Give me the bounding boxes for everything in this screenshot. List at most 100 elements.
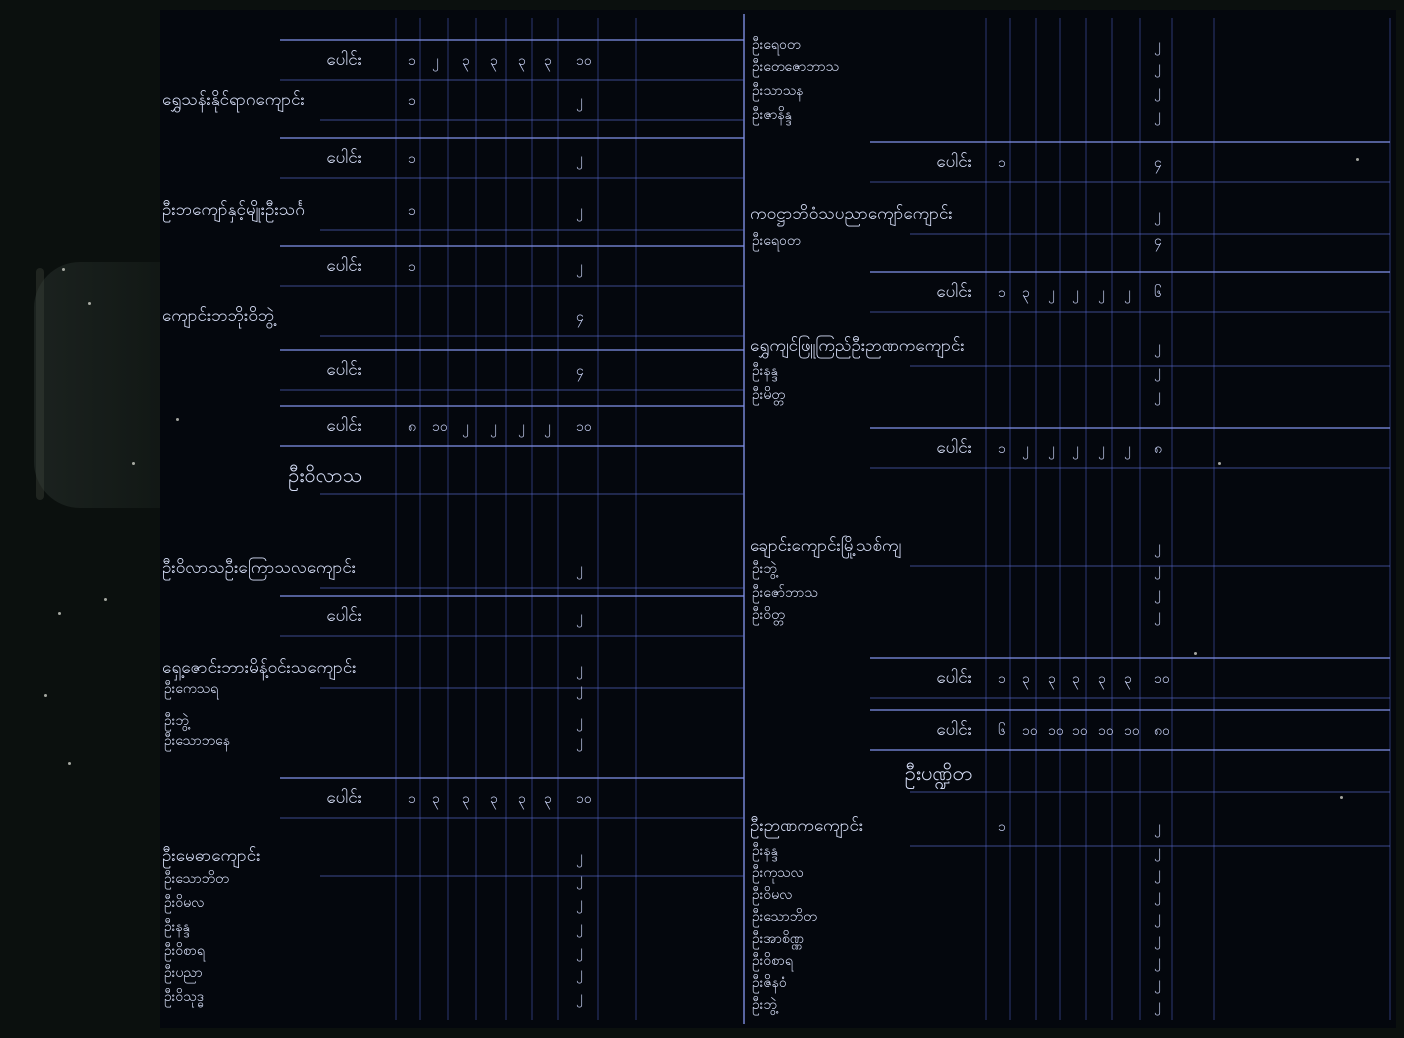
tally-mark: ၂: [1124, 441, 1131, 457]
tally-mark: ၁၀: [576, 419, 592, 435]
monk-name: ဦးသောဘနေ: [164, 733, 230, 749]
tally-mark: ၁၀: [576, 53, 592, 69]
blueprint-ledger-sheet: [160, 10, 1396, 1028]
paper-speck: [44, 694, 47, 697]
tally-mark: ၆: [1154, 285, 1162, 301]
tally-mark: ၃: [1098, 671, 1106, 687]
tally-mark: ၂: [576, 203, 583, 219]
tally-mark: ၂: [576, 93, 583, 109]
tally-mark: ၂: [432, 53, 439, 69]
tally-mark: ၄: [576, 363, 584, 379]
left-column-rules: [395, 18, 637, 1020]
monk-name: ဦးပညာ: [164, 965, 203, 981]
monk-name: ဦးကုသလ: [752, 865, 804, 881]
tally-mark: ၄: [576, 309, 584, 325]
paper-speck: [1340, 796, 1343, 799]
paper-speck: [68, 762, 71, 765]
tally-mark: ၃: [462, 53, 470, 69]
left-row-rules: [280, 39, 744, 877]
tally-mark: ၂: [1022, 441, 1029, 457]
subtotal-label: ပေါင်း: [326, 148, 362, 168]
tally-mark: ၂: [576, 259, 583, 275]
tally-mark: ၁: [408, 151, 416, 167]
monk-name: ဦးနန္ဒ: [752, 363, 778, 379]
section-heading: ဦးပဏ္ဍိတ: [904, 761, 972, 785]
tally-mark: ၂: [1154, 561, 1161, 577]
tally-mark: ၁: [998, 441, 1006, 457]
tally-mark: ၁: [998, 819, 1006, 835]
monastery-name: ဦးဘကျော်နှင့်မျိုးဦးသင်္ဂ: [162, 200, 305, 220]
tally-mark: ၃: [1048, 671, 1056, 687]
paper-speck: [1356, 158, 1359, 161]
right-row-rules: [870, 141, 1390, 847]
monk-name: ဦးရေဝတ: [752, 37, 801, 53]
subtotal-label: ပေါင်း: [326, 360, 362, 380]
monastery-name: ကဝဋ္ဌာဘိဝံသပညာကျော်ကျောင်း: [750, 204, 953, 224]
tally-mark: ၂: [576, 989, 583, 1005]
tally-mark: ၁၀: [432, 419, 448, 435]
grand-total-label: ပေါင်း: [936, 720, 972, 740]
tally-mark: ၁၀: [1048, 723, 1064, 739]
tally-mark: ၂: [576, 713, 583, 729]
tally-mark: ၃: [432, 791, 440, 807]
monk-name: ဦးအာစိဏ္ဏ: [752, 931, 804, 947]
monk-name: ဦးဝိစာရ: [164, 943, 205, 959]
monk-name: ဦးဘွဲ့: [164, 713, 189, 729]
tally-mark: ၃: [518, 53, 526, 69]
subtotal-label: ပေါင်း: [326, 788, 362, 808]
monk-name: ဦးသောဘိတ: [752, 909, 817, 925]
tally-mark: ၂: [576, 681, 583, 697]
monk-name: ဦးနန္ဒ: [752, 843, 778, 859]
tally-mark: ၂: [576, 661, 583, 677]
monk-name: ဦးသာသန: [752, 83, 804, 99]
tally-mark: ၁: [408, 53, 416, 69]
tally-mark: ၂: [1154, 107, 1161, 123]
monk-name: ဦးဝိမလ: [752, 887, 793, 903]
tally-mark: ၂: [1124, 285, 1131, 301]
tally-mark: ၁: [408, 203, 416, 219]
tally-mark: ၂: [576, 919, 583, 935]
monk-name: ဦးတေဇောဘာသ: [752, 59, 840, 75]
tally-mark: ၂: [1154, 387, 1161, 403]
monk-name: ဦးဝိမလ: [164, 895, 205, 911]
tally-mark: ၃: [490, 791, 498, 807]
monastery-name: ကျောင်းဘဘိုးဝိဘွဲ့: [162, 306, 275, 326]
monk-name: ဦးဝိတ္တ: [752, 607, 785, 623]
tally-mark: ၂: [1098, 441, 1105, 457]
tally-mark: ၂: [1154, 83, 1161, 99]
tally-mark: ၂: [1154, 997, 1161, 1013]
tally-mark: ၂: [1154, 37, 1161, 53]
tally-mark: ၆: [998, 723, 1006, 739]
tally-mark: ၁၀: [1154, 671, 1170, 687]
tally-mark: ၂: [576, 849, 583, 865]
tally-mark: ၂: [518, 419, 525, 435]
tally-mark: ၁: [998, 671, 1006, 687]
tally-mark: ၃: [1022, 671, 1030, 687]
tally-mark: ၈: [1154, 441, 1162, 457]
tally-mark: ၂: [462, 419, 469, 435]
monastery-name: ဦးဝိလာသဦးကြောသလကျောင်း: [162, 558, 357, 578]
monastery-name: ရှေ့ဇောင်းဘားမိန့်ဝင်းသကျောင်း: [162, 658, 357, 678]
monk-name: ဦးဇာနိန္ဒ: [752, 107, 792, 123]
paper-speck: [1194, 652, 1197, 655]
folded-page-edge: [36, 268, 44, 500]
tally-mark: ၂: [576, 561, 583, 577]
tally-mark: ၂: [1154, 59, 1161, 75]
tally-mark: ၂: [1154, 819, 1161, 835]
tally-mark: ၂: [1048, 285, 1055, 301]
tally-mark: ၂: [1154, 909, 1161, 925]
paper-speck: [104, 598, 107, 601]
paper-speck: [62, 268, 65, 271]
tally-mark: ၁၀: [576, 791, 592, 807]
tally-mark: ၂: [1154, 339, 1161, 355]
subtotal-label: ပေါင်း: [936, 668, 972, 688]
paper-speck: [88, 302, 91, 305]
section-heading: ဦးဝိလာသ: [288, 463, 362, 487]
tally-mark: ၂: [1154, 975, 1161, 991]
tally-mark: ၃: [1072, 671, 1080, 687]
tally-mark: ၁: [998, 285, 1006, 301]
monastery-name: ရွှေကျင်ဖြူကြည်ဦးဉာဏကကျောင်း: [750, 336, 965, 356]
tally-mark: ၂: [544, 419, 551, 435]
monk-name: ဦးဝိသုဒ္ဓ: [164, 989, 205, 1005]
